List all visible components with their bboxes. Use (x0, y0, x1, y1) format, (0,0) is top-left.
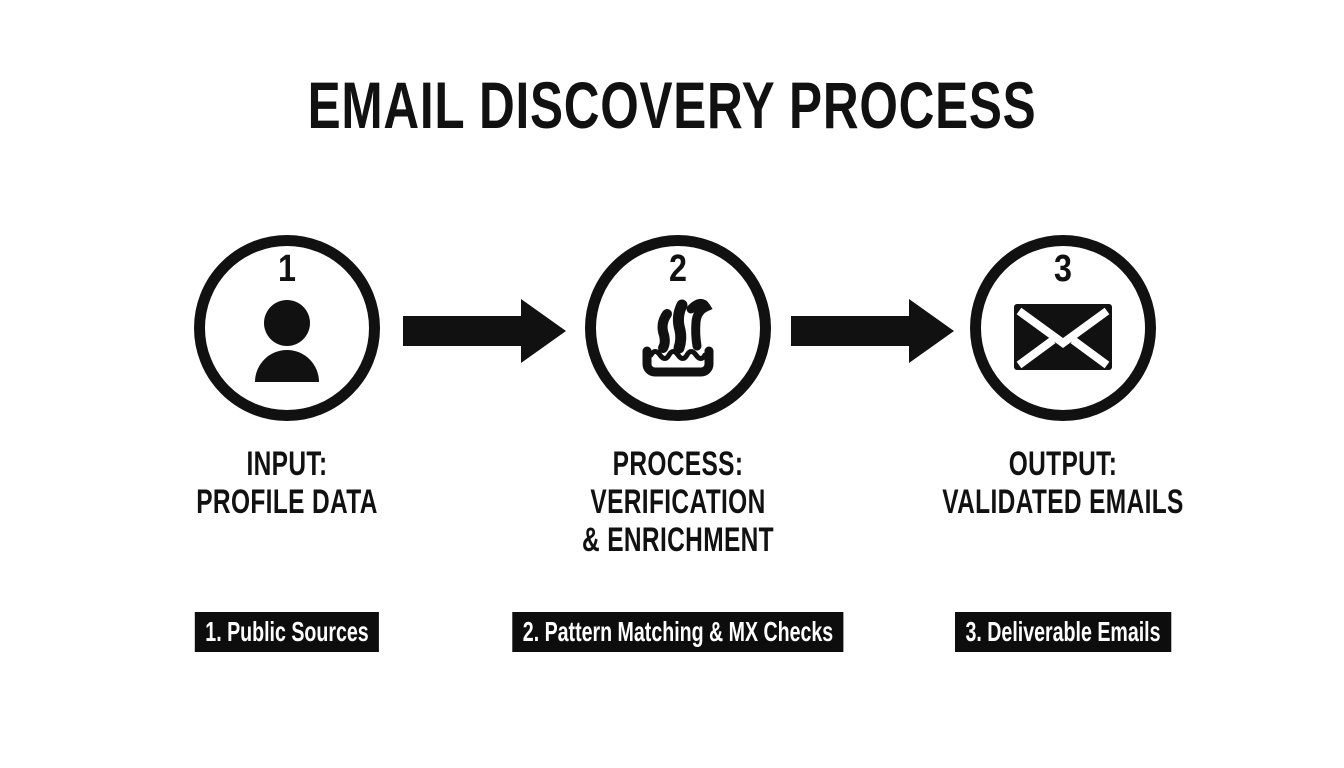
envelope-icon (981, 304, 1145, 370)
step-number: 1 (278, 248, 296, 290)
step-badge: 1. Public Sources (194, 612, 380, 652)
step-circle: 2 (585, 235, 771, 421)
arrow-right-icon (403, 299, 566, 363)
step-number: 3 (1054, 248, 1072, 290)
step-label: INPUT: PROFILE DATA (157, 445, 416, 521)
step-label: PROCESS: VERIFICATION & ENRICHMENT (548, 445, 807, 559)
step-label-line: VERIFICATION (590, 483, 766, 521)
step-badge: 3. Deliverable Emails (954, 612, 1172, 652)
step-label-line: INPUT: (246, 445, 328, 483)
person-icon (205, 298, 369, 382)
step-circle: 1 (194, 235, 380, 421)
arrow-right-icon (791, 299, 954, 363)
page-title: EMAIL DISCOVERY PROCESS (307, 68, 1037, 142)
waterfall-filter-icon (596, 292, 760, 380)
step-number: 2 (669, 248, 687, 290)
step-label-line: PROFILE DATA (196, 483, 378, 521)
step-process: 2 PROCESS: VERIFICATION & ENRICHMENT 2. … (498, 235, 858, 665)
step-label-line: & ENRICHMENT (581, 521, 774, 559)
step-circle: 3 (970, 235, 1156, 421)
step-input: 1 INPUT: PROFILE DATA 1. Public Sources (107, 235, 467, 665)
step-label-line: PROCESS: (612, 445, 744, 483)
step-badge: 2. Pattern Matching & MX Checks (512, 612, 844, 652)
step-label-line: OUTPUT: (1008, 445, 1118, 483)
step-label: OUTPUT: VALIDATED EMAILS (933, 445, 1192, 521)
step-output: 3 OUTPUT: VALIDATED EMAILS 3. Deliverabl… (883, 235, 1243, 665)
step-label-line: VALIDATED EMAILS (942, 483, 1184, 521)
